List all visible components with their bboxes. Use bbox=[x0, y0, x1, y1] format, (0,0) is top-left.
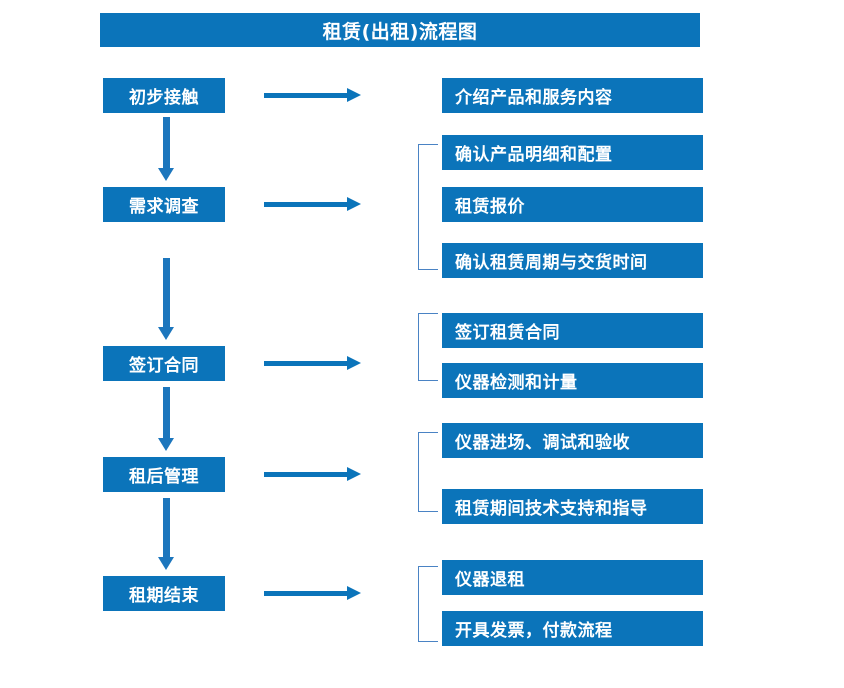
detail-box-instrument-return[interactable]: 仪器退租 bbox=[442, 560, 703, 595]
arrow-shaft bbox=[163, 117, 170, 169]
arrow-head-right-icon bbox=[347, 586, 361, 600]
detail-box-confirm-product-spec[interactable]: 确认产品明细和配置 bbox=[442, 135, 703, 170]
stage-box-zuhou-guanli[interactable]: 租后管理 bbox=[103, 457, 225, 492]
stage-box-qianding-hetong[interactable]: 签订合同 bbox=[103, 346, 225, 381]
arrow-head-down-icon bbox=[158, 327, 174, 340]
group-bracket-stage5 bbox=[418, 566, 438, 642]
detail-box-sign-rental-contract[interactable]: 签订租赁合同 bbox=[442, 313, 703, 348]
vertical-arrow-stage1-stage2 bbox=[158, 117, 174, 181]
arrow-shaft bbox=[264, 591, 348, 596]
arrow-shaft bbox=[163, 387, 170, 439]
group-bracket-stage3 bbox=[418, 313, 438, 381]
vertical-arrow-stage4-stage5 bbox=[158, 498, 174, 570]
arrow-head-right-icon bbox=[347, 356, 361, 370]
horizontal-arrow-stage3 bbox=[264, 355, 361, 371]
detail-box-invoice-payment[interactable]: 开具发票，付款流程 bbox=[442, 611, 703, 646]
detail-box-instrument-inspection[interactable]: 仪器检测和计量 bbox=[442, 363, 703, 398]
arrow-head-right-icon bbox=[347, 467, 361, 481]
arrow-head-right-icon bbox=[347, 88, 361, 102]
vertical-arrow-stage2-stage3 bbox=[158, 258, 174, 340]
arrow-head-right-icon bbox=[347, 197, 361, 211]
detail-box-confirm-rental-period[interactable]: 确认租赁周期与交货时间 bbox=[442, 243, 703, 278]
detail-box-introduce-products[interactable]: 介绍产品和服务内容 bbox=[442, 78, 703, 113]
arrow-shaft bbox=[163, 258, 170, 328]
horizontal-arrow-stage5 bbox=[264, 585, 361, 601]
detail-box-technical-support[interactable]: 租赁期间技术支持和指导 bbox=[442, 489, 703, 524]
arrow-head-down-icon bbox=[158, 168, 174, 181]
vertical-arrow-stage3-stage4 bbox=[158, 387, 174, 451]
stage-box-xuqiu-diaocha[interactable]: 需求调查 bbox=[103, 187, 225, 222]
arrow-shaft bbox=[264, 361, 348, 366]
horizontal-arrow-stage1 bbox=[264, 87, 361, 103]
arrow-shaft bbox=[264, 202, 348, 207]
stage-box-zuqi-jieshu[interactable]: 租期结束 bbox=[103, 576, 225, 611]
arrow-shaft bbox=[163, 498, 170, 558]
arrow-head-down-icon bbox=[158, 557, 174, 570]
stage-box-chubu-jiechu[interactable]: 初步接触 bbox=[103, 78, 225, 113]
arrow-head-down-icon bbox=[158, 438, 174, 451]
diagram-title: 租赁(出租)流程图 bbox=[100, 13, 700, 47]
detail-box-instrument-entry-commissioning[interactable]: 仪器进场、调试和验收 bbox=[442, 423, 703, 458]
group-bracket-stage4 bbox=[418, 432, 438, 512]
arrow-shaft bbox=[264, 472, 348, 477]
arrow-shaft bbox=[264, 93, 348, 98]
group-bracket-stage2 bbox=[418, 144, 438, 270]
horizontal-arrow-stage4 bbox=[264, 466, 361, 482]
detail-box-rental-quotation[interactable]: 租赁报价 bbox=[442, 187, 703, 222]
horizontal-arrow-stage2 bbox=[264, 196, 361, 212]
